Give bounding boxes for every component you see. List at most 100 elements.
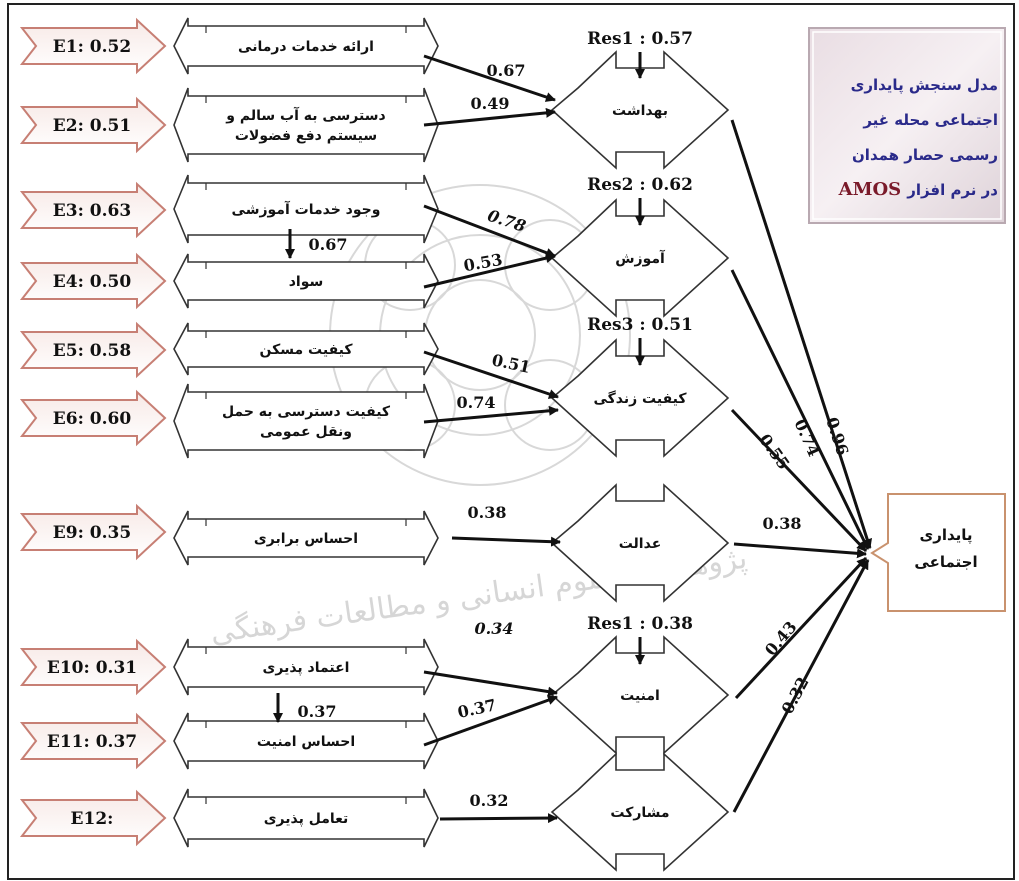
loading-arrow <box>423 107 556 127</box>
latent-label: امنیت <box>620 688 660 704</box>
correlation-value: 0.37 <box>298 702 337 721</box>
indicator-boxes: ارائه خدمات درمانی دسترسی به آب سالم و سیس… <box>173 17 439 848</box>
indicator-label: اعتماد پذیری <box>263 660 350 676</box>
structural-arrow <box>732 559 870 813</box>
structural-arrow <box>730 408 868 553</box>
loading-value: 0.34 <box>475 619 514 638</box>
latent-label: بهداشت <box>612 103 668 119</box>
loading-value: 0.32 <box>470 791 509 810</box>
indicator-label: احساس امنیت <box>257 734 355 750</box>
loading-value: 0.53 <box>462 250 504 275</box>
loading-arrow <box>423 253 556 289</box>
structural-arrow <box>734 556 868 700</box>
correlation-value: 0.67 <box>309 235 348 254</box>
indicator-box <box>173 788 439 848</box>
loading-value: 0.49 <box>471 94 510 113</box>
loading-value: 0.74 <box>457 393 496 412</box>
error-arrow <box>19 17 167 75</box>
structural-arrow <box>730 119 872 549</box>
residual-label: Res1 : 0.57 <box>587 29 693 49</box>
loading-arrow <box>451 536 561 547</box>
error-arrow <box>19 789 167 847</box>
error-arrow <box>19 181 167 239</box>
residual-label: Res2 : 0.62 <box>587 175 693 195</box>
indicator-label: ارائه خدمات درمانی <box>238 39 374 55</box>
latent-label: کیفیت زندگی <box>593 390 687 407</box>
indicator-box <box>173 383 439 459</box>
indicator-label: احساس برابری <box>254 531 358 547</box>
title-line-1: مدل سنجش پایداری <box>851 76 998 95</box>
indicator-box <box>173 638 439 696</box>
title-brand: AMOS <box>838 179 902 200</box>
structural-value: 0.32 <box>778 674 813 717</box>
structural-arrow <box>733 542 867 559</box>
residual-label: Res3 : 0.51 <box>587 315 693 335</box>
error-label: E12: <box>71 809 114 829</box>
outcome-line-2: اجتماعی <box>914 553 977 571</box>
structural-value: 0.74 <box>790 416 823 459</box>
error-arrow <box>19 389 167 447</box>
error-arrow <box>19 712 167 770</box>
indicator-label: کیفیت دسترسی به حمل <box>222 404 391 420</box>
error-arrow <box>19 321 167 379</box>
outcome-box: پایداری اجتماعی <box>870 493 1006 612</box>
indicator-label: سواد <box>289 274 324 290</box>
loading-arrow <box>423 670 558 697</box>
structural-value: 0.96 <box>822 415 852 458</box>
loading-arrow <box>423 204 556 258</box>
error-label: E1: 0.52 <box>53 37 131 57</box>
latent-shapes: بهداشت آموزش کیفیت زندگی عدالت امنیت مشارکت <box>550 50 730 872</box>
latent-shape <box>550 635 730 755</box>
indicator-box <box>173 17 439 75</box>
error-label: E6: 0.60 <box>53 409 132 429</box>
indicator-box <box>173 174 439 244</box>
loading-value: 0.38 <box>468 503 507 522</box>
loading-arrow <box>423 350 559 399</box>
loading-value: 0.51 <box>490 350 532 377</box>
structural-value: 0.38 <box>763 514 802 533</box>
error-label: E11: 0.37 <box>47 732 137 752</box>
latent-shape <box>550 483 730 603</box>
loading-value: 0.37 <box>456 695 498 722</box>
indicator-label: ونقل عمومی <box>260 424 352 440</box>
indicator-label: تعامل پذیری <box>264 811 349 827</box>
loading-arrow <box>423 695 558 747</box>
loading-value: 0.67 <box>487 61 526 80</box>
path-arrows <box>273 52 872 824</box>
error-label: E9: 0.35 <box>53 523 131 543</box>
loading-arrow <box>423 54 556 102</box>
outcome-line-1: پایداری <box>919 526 972 545</box>
error-label: E4: 0.50 <box>53 272 132 292</box>
latent-shape <box>550 50 730 170</box>
error-arrow <box>19 96 167 154</box>
indicator-label: سیستم دفع فضولات <box>235 128 377 144</box>
latent-label: مشارکت <box>610 805 669 821</box>
error-label: E3: 0.63 <box>53 201 131 221</box>
loading-arrow <box>439 813 558 824</box>
error-label: E10: 0.31 <box>47 658 137 678</box>
title-prefix: در نرم افزار <box>906 181 998 199</box>
indicator-box <box>173 87 439 163</box>
latent-label: عدالت <box>619 536 662 552</box>
latent-label: آموزش <box>615 249 666 267</box>
indicator-label: وجود خدمات آموزشی <box>232 200 381 218</box>
error-label: E2: 0.51 <box>53 116 131 136</box>
indicator-label: دسترسی به آب سالم و <box>225 106 385 124</box>
error-arrow <box>19 252 167 310</box>
residual-label: Res1 : 0.38 <box>587 614 693 634</box>
indicator-box <box>173 322 439 376</box>
error-label: E5: 0.58 <box>53 341 131 361</box>
indicator-label: کیفیت مسکن <box>260 342 354 358</box>
title-box: مدل سنجش پایداری اجتماعی محله غیر رسمی ح… <box>808 27 1006 224</box>
indicator-box <box>173 253 439 309</box>
title-line-3: رسمی حصار همدان <box>852 146 998 164</box>
error-arrow <box>19 638 167 696</box>
latent-shape <box>550 198 730 318</box>
structural-arrow <box>730 269 870 550</box>
latent-shape <box>550 338 730 458</box>
